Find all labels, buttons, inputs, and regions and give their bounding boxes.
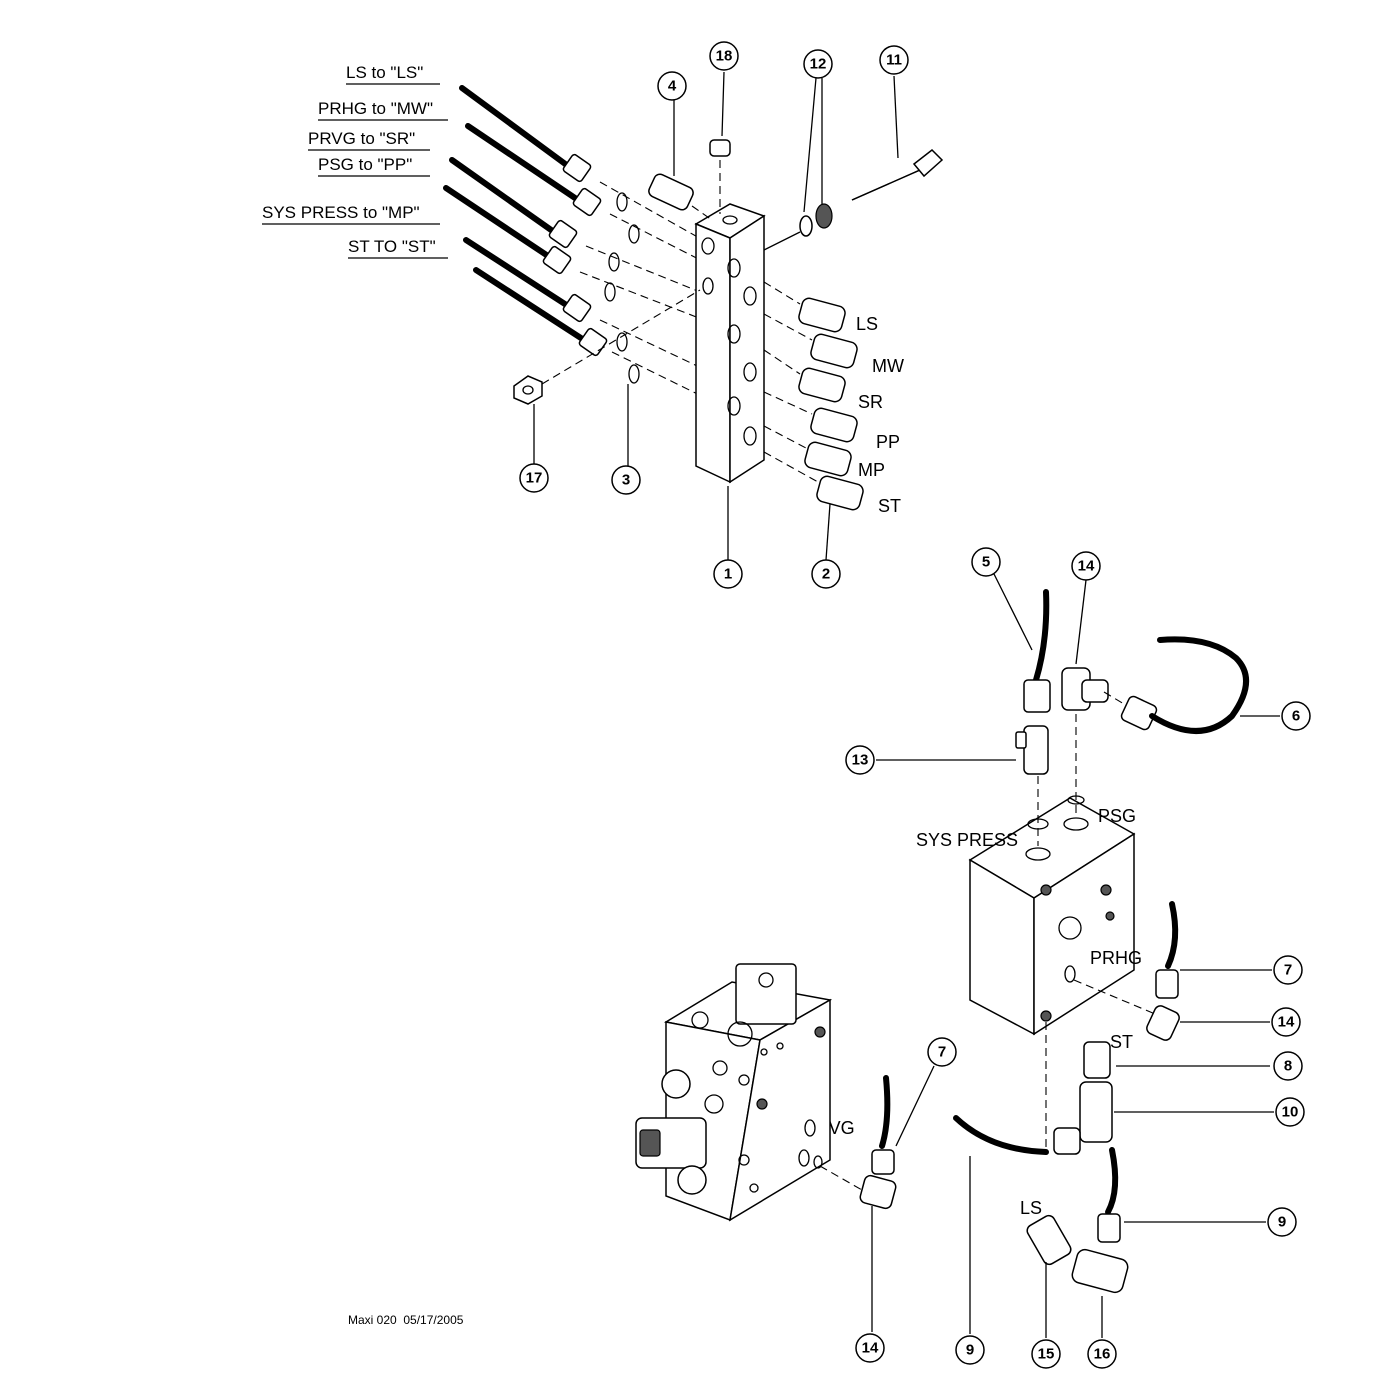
hose-5-and-fitting-13 — [1015, 589, 1051, 775]
svg-text:11: 11 — [886, 52, 902, 69]
callout-leader-lines — [533, 71, 1280, 1338]
port-label-psg: PSG — [1098, 806, 1136, 826]
svg-text:14: 14 — [862, 1340, 879, 1357]
svg-text:7: 7 — [938, 1044, 946, 1061]
port-label-sr: SR — [858, 392, 883, 412]
svg-text:9: 9 — [966, 1342, 974, 1359]
callout-15: 15 — [1031, 1339, 1061, 1369]
bolt-and-washers — [763, 149, 944, 251]
port-label-st: ST — [878, 496, 901, 516]
plug-18 — [709, 139, 731, 214]
svg-text:7: 7 — [1284, 962, 1292, 979]
port-label-ls: LS — [856, 314, 878, 334]
hose-7-right — [1146, 901, 1180, 1041]
hose-label-psg: PSG to "PP" — [318, 155, 412, 174]
callout-10: 10 — [1275, 1097, 1305, 1127]
svg-text:13: 13 — [852, 752, 869, 769]
svg-text:14: 14 — [1078, 558, 1095, 575]
port-label-mw: MW — [872, 356, 904, 376]
callout-2: 2 — [811, 559, 841, 589]
callout-3: 3 — [611, 465, 641, 495]
callout-18: 18 — [709, 41, 739, 71]
drawing-footer: Maxi 020 05/17/2005 — [348, 1313, 464, 1327]
port-label-ls-block: LS — [1020, 1198, 1042, 1218]
callout-bubbles: 1 2 3 4 5 6 7 7 8 9 9 10 11 12 13 14 14 … — [519, 41, 1311, 1369]
port-label-sys-press: SYS PRESS — [916, 830, 1018, 850]
svg-text:1: 1 — [724, 566, 732, 583]
manifold-block — [694, 203, 766, 484]
test-port-fittings — [763, 281, 864, 511]
fitting-4 — [648, 173, 713, 221]
callout-9-right: 9 — [1267, 1207, 1297, 1237]
svg-text:2: 2 — [822, 566, 830, 583]
valve-block-port-labels: SYS PRESS PSG PRHG ST LS PRVG — [804, 806, 1142, 1218]
callout-8: 8 — [1273, 1051, 1303, 1081]
hose-labels: LS to "LS" PRHG to "MW" PRVG to "SR" PSG… — [262, 63, 448, 259]
callout-9-bottom: 9 — [955, 1335, 985, 1365]
svg-text:12: 12 — [810, 56, 827, 73]
hose-label-prhg: PRHG to "MW" — [318, 99, 433, 118]
valve-block — [968, 714, 1161, 1150]
manifold-port-labels: LS MW SR PP MP ST — [856, 314, 904, 516]
callout-16: 16 — [1087, 1339, 1117, 1369]
svg-text:9: 9 — [1278, 1214, 1286, 1231]
svg-text:8: 8 — [1284, 1058, 1292, 1075]
port-label-prhg: PRHG — [1090, 948, 1142, 968]
svg-text:17: 17 — [526, 470, 543, 487]
hose-label-ls: LS to "LS" — [346, 63, 423, 82]
callout-5: 5 — [971, 547, 1001, 577]
callout-7-left: 7 — [927, 1037, 957, 1067]
fittings-8-10 — [953, 1041, 1121, 1243]
svg-text:18: 18 — [716, 48, 733, 65]
svg-text:15: 15 — [1038, 1346, 1055, 1363]
hose-label-sys-press: SYS PRESS to "MP" — [262, 203, 420, 222]
svg-text:10: 10 — [1282, 1104, 1299, 1121]
svg-text:14: 14 — [1278, 1014, 1295, 1031]
port-label-st-block: ST — [1110, 1032, 1133, 1052]
callout-4: 4 — [657, 71, 687, 101]
svg-text:5: 5 — [982, 554, 990, 571]
callout-11: 11 — [879, 45, 909, 75]
callout-17: 17 — [519, 463, 549, 493]
callout-6: 6 — [1281, 701, 1311, 731]
svg-text:6: 6 — [1292, 708, 1300, 725]
hose-label-prvg: PRVG to "SR" — [308, 129, 415, 148]
callout-1: 1 — [713, 559, 743, 589]
nut-17 — [513, 289, 701, 405]
svg-text:3: 3 — [622, 472, 630, 489]
callout-7-right: 7 — [1273, 955, 1303, 985]
callout-14-right: 14 — [1271, 1007, 1301, 1037]
solenoid-valve-block — [635, 963, 863, 1222]
o-rings — [604, 192, 640, 384]
fittings-15-16 — [1026, 1214, 1129, 1294]
hose-7-left — [859, 1075, 897, 1210]
svg-text:4: 4 — [668, 78, 677, 95]
port-label-pp: PP — [876, 432, 900, 452]
callout-12: 12 — [803, 49, 833, 79]
hose-label-st: ST TO "ST" — [348, 237, 436, 256]
callout-13: 13 — [845, 745, 875, 775]
callout-14-bottom: 14 — [855, 1333, 885, 1363]
hose-assemblies — [443, 85, 608, 357]
port-label-mp: MP — [858, 460, 885, 480]
elbow-14-and-hose-6 — [1061, 636, 1250, 734]
svg-text:16: 16 — [1094, 1346, 1111, 1363]
callout-14-top: 14 — [1071, 551, 1101, 581]
